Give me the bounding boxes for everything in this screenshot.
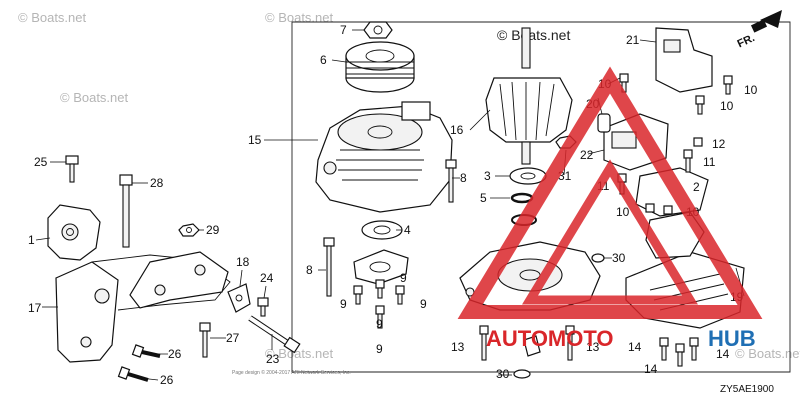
callout-30-lower[interactable]: 30 <box>496 367 510 381</box>
part-14-screw-a[interactable] <box>659 337 669 361</box>
part-stay-bracket[interactable] <box>129 251 229 309</box>
callout-26-lower[interactable]: 26 <box>160 373 174 387</box>
part-26-bolt-upper[interactable] <box>131 344 161 358</box>
brand-triangle-logo <box>457 66 763 319</box>
part-14-screw-c[interactable] <box>689 337 699 361</box>
part-7-pulley-nut[interactable] <box>363 21 393 39</box>
part-30-washer-upper[interactable] <box>591 253 605 263</box>
part-9-screw-d[interactable] <box>375 305 385 329</box>
part-17-mount-bracket[interactable] <box>55 254 231 363</box>
watermark-bottom-right: © Boats.net <box>735 346 800 361</box>
callout-26-upper[interactable]: 26 <box>168 347 182 361</box>
brand-text-hub: HUB <box>708 326 756 351</box>
part-15-alternator-assembly[interactable] <box>315 101 453 213</box>
watermark-top-center: © Boats.net <box>265 10 334 25</box>
diagram-code: ZY5AE1900 <box>720 384 774 395</box>
part-10-screw-e[interactable] <box>663 205 673 215</box>
callout-9-e[interactable]: 9 <box>376 317 383 331</box>
callout-25[interactable]: 25 <box>34 155 48 169</box>
callout-6[interactable]: 6 <box>320 53 327 67</box>
part-11-screw-upper[interactable] <box>683 149 693 173</box>
part-10-screw-b[interactable] <box>695 95 705 115</box>
part-8-through-bolt-upper[interactable] <box>445 159 457 203</box>
callout-10-d[interactable]: 10 <box>616 205 630 219</box>
callout-13-right[interactable]: 13 <box>586 340 600 354</box>
callout-30-upper[interactable]: 30 <box>612 251 626 265</box>
part-30-washer-lower[interactable] <box>513 369 531 379</box>
part-14-screw-b[interactable] <box>675 343 685 367</box>
callout-10-b[interactable]: 10 <box>720 99 734 113</box>
callout-7[interactable]: 7 <box>340 23 347 37</box>
callout-29[interactable]: 29 <box>206 223 220 237</box>
part-27-bolt[interactable] <box>199 322 211 358</box>
part-21-brush-holder[interactable] <box>655 27 713 93</box>
callout-21[interactable]: 21 <box>626 33 640 47</box>
watermark-bottom-center: © Boats.net <box>265 346 334 361</box>
callout-9-b[interactable]: 9 <box>340 297 347 311</box>
watermark-top-left: © Boats.net <box>18 10 87 25</box>
part-29-nut[interactable] <box>178 223 200 237</box>
footer-copyright: Page design © 2004-2017 ARI Network Serv… <box>232 369 351 376</box>
callout-15[interactable]: 15 <box>248 133 262 147</box>
callout-14-a[interactable]: 14 <box>628 340 642 354</box>
part-bearing-retainer-plate[interactable] <box>353 249 409 285</box>
part-terminal-bracket[interactable] <box>523 335 541 357</box>
part-12-screw[interactable] <box>693 137 703 147</box>
callout-18[interactable]: 18 <box>236 255 250 269</box>
callout-22[interactable]: 22 <box>580 148 594 162</box>
callout-3[interactable]: 3 <box>484 169 491 183</box>
callout-28[interactable]: 28 <box>150 176 164 190</box>
part-26-bolt-lower[interactable] <box>117 366 149 382</box>
callout-9-d[interactable]: 9 <box>376 342 383 356</box>
part-24-bolt[interactable] <box>257 297 269 317</box>
front-label: FR. <box>736 32 757 50</box>
part-9-screw-a[interactable] <box>353 285 363 305</box>
part-28-long-bolt[interactable] <box>119 174 133 248</box>
callout-27[interactable]: 27 <box>226 331 240 345</box>
part-16-rotor[interactable] <box>485 27 573 165</box>
part-25-flange-bolt[interactable] <box>65 155 79 183</box>
front-arrow-shaft <box>750 19 768 33</box>
part-13-bolt-left[interactable] <box>479 325 489 361</box>
callout-9-a[interactable]: 9 <box>400 271 407 285</box>
callout-5[interactable]: 5 <box>480 191 487 205</box>
part-18-stay-plate[interactable] <box>227 283 251 313</box>
part-8-through-bolt-lower[interactable] <box>323 237 335 297</box>
callout-1[interactable]: 1 <box>28 233 35 247</box>
callout-16[interactable]: 16 <box>450 123 464 137</box>
part-1-bracket[interactable] <box>47 204 101 261</box>
brand-text-automoto: AUTOMOTO <box>486 326 614 351</box>
callout-4[interactable]: 4 <box>404 223 411 237</box>
front-arrow-icon <box>760 10 782 28</box>
watermark-left-mid: © Boats.net <box>60 90 129 105</box>
callout-10-c[interactable]: 10 <box>744 83 758 97</box>
part-13-bolt-right[interactable] <box>565 325 575 361</box>
part-10-screw-c[interactable] <box>723 75 733 95</box>
watermark-layer: © Boats.net © Boats.net © Boats.net © Bo… <box>18 10 800 361</box>
callout-8-upper[interactable]: 8 <box>460 171 467 185</box>
brand-watermark: AUTOMOTO HUB <box>486 326 756 351</box>
part-10-screw-d[interactable] <box>645 203 655 213</box>
callout-17[interactable]: 17 <box>28 301 42 315</box>
callout-8-lower[interactable]: 8 <box>306 263 313 277</box>
part-9-screw-b[interactable] <box>375 279 385 299</box>
watermark-header: © Boats.net <box>497 27 570 43</box>
part-23-long-bolt[interactable] <box>248 315 301 354</box>
part-20-terminal-cap[interactable] <box>597 113 611 133</box>
callout-13-left[interactable]: 13 <box>451 340 465 354</box>
callout-11-upper[interactable]: 11 <box>703 155 716 169</box>
callout-12[interactable]: 12 <box>712 137 726 151</box>
assembly-frame <box>291 21 791 373</box>
callout-14-c[interactable]: 14 <box>716 347 730 361</box>
callout-24[interactable]: 24 <box>260 271 274 285</box>
part-6-pulley[interactable] <box>345 41 415 93</box>
front-orientation-indicator: FR. <box>736 10 782 50</box>
part-9-screw-c[interactable] <box>395 285 405 305</box>
callout-2[interactable]: 2 <box>693 180 700 194</box>
callout-14-b[interactable]: 14 <box>644 362 658 376</box>
callout-23[interactable]: 23 <box>266 352 280 366</box>
callout-9-c[interactable]: 9 <box>420 297 427 311</box>
